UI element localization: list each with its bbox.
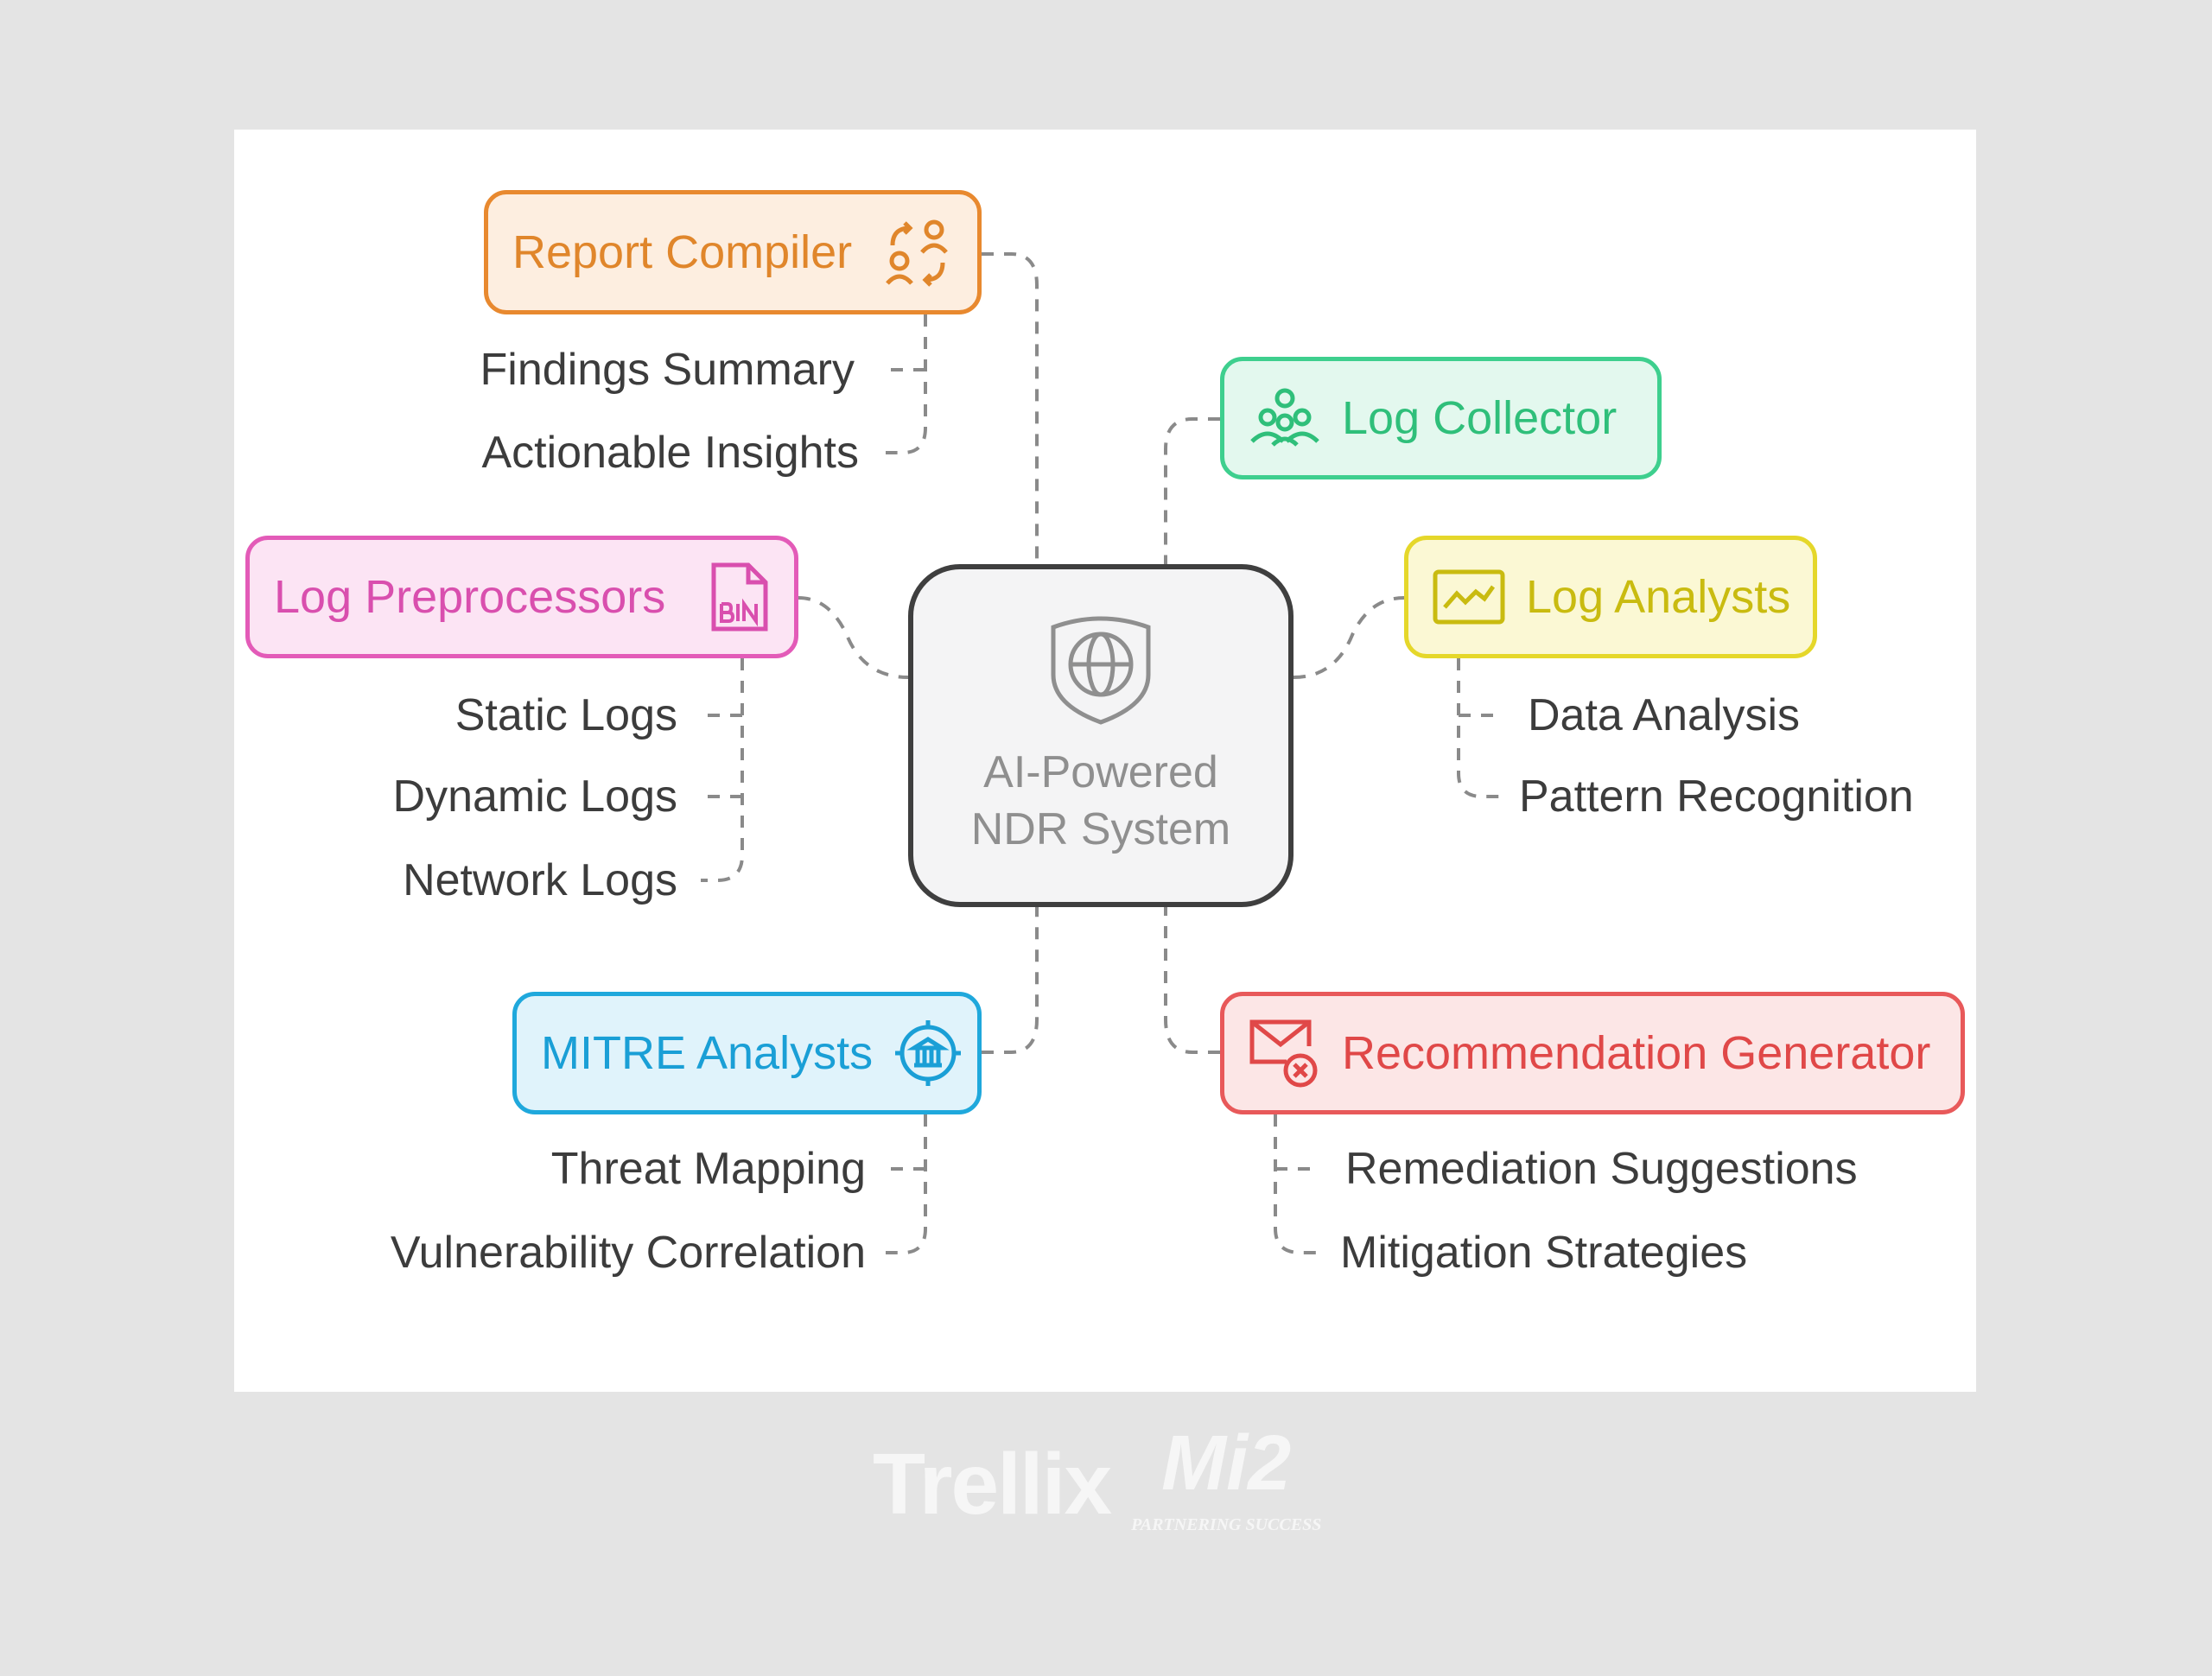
mi2-logo: Mi2 PARTNERING SUCCESS: [1131, 1417, 1321, 1536]
item-vulnerability-correlation: Vulnerability Correlation: [390, 1227, 866, 1278]
target-bank-icon: [895, 1020, 962, 1086]
node-log-collector[interactable]: Log Collector: [1220, 357, 1662, 479]
node-label: MITRE Analysts: [541, 1026, 874, 1079]
central-node[interactable]: AI-Powered NDR System: [908, 564, 1294, 907]
line-chart-icon: [1433, 569, 1505, 625]
node-mitre-analysts[interactable]: MITRE Analysts: [512, 992, 982, 1114]
shield-globe-icon: [1051, 616, 1151, 725]
sub-connector-preprocessors: [701, 658, 744, 882]
node-log-analysts[interactable]: Log Analysts: [1404, 536, 1817, 658]
connector-log-preprocessors: [798, 596, 909, 679]
node-label: Log Collector: [1342, 391, 1618, 444]
item-pattern-recognition: Pattern Recognition: [1519, 771, 1914, 822]
sub-connector-recommendation: [1274, 1114, 1318, 1254]
node-log-preprocessors[interactable]: Log Preprocessors: [245, 536, 798, 658]
connector-report-compiler: [982, 252, 1039, 564]
connector-recommendation: [1164, 907, 1220, 1054]
bin-letters-mark: [720, 598, 758, 627]
mail-x-icon: [1249, 1019, 1318, 1088]
item-mitigation-strategies: Mitigation Strategies: [1340, 1227, 1748, 1278]
central-node-title: AI-Powered NDR System: [970, 746, 1231, 854]
item-network-logs: Network Logs: [403, 854, 677, 905]
item-remediation-suggestions: Remediation Suggestions: [1345, 1143, 1858, 1194]
network-people-icon: [1250, 388, 1319, 447]
user-exchange-icon: [886, 219, 948, 287]
footer-logos: Trellix Mi2 PARTNERING SUCCESS: [873, 1417, 1321, 1536]
item-dynamic-logs: Dynamic Logs: [392, 771, 677, 822]
connector-mitre: [982, 907, 1039, 1054]
node-label: Recommendation Generator: [1342, 1026, 1931, 1079]
bin-file-icon: [711, 562, 768, 632]
node-recommendation-generator[interactable]: Recommendation Generator: [1220, 992, 1965, 1114]
item-findings-summary: Findings Summary: [480, 344, 855, 395]
sub-connector-analysts: [1457, 658, 1499, 798]
mi2-logo-word: Mi2: [1161, 1420, 1292, 1507]
trellix-logo: Trellix: [873, 1436, 1112, 1533]
sub-connector-mitre: [886, 1114, 927, 1254]
mi2-logo-tagline: PARTNERING SUCCESS: [1131, 1515, 1322, 1534]
item-threat-mapping: Threat Mapping: [550, 1143, 866, 1194]
node-label: Log Analysts: [1526, 570, 1791, 623]
sub-connector-report: [886, 314, 927, 454]
node-report-compiler[interactable]: Report Compiler: [484, 190, 982, 314]
item-actionable-insights: Actionable Insights: [481, 427, 860, 478]
node-label: Report Compiler: [512, 225, 853, 278]
item-static-logs: Static Logs: [454, 689, 677, 740]
node-label: Log Preprocessors: [274, 570, 666, 623]
item-data-analysis: Data Analysis: [1528, 689, 1801, 740]
connector-log-analysts: [1293, 596, 1405, 679]
connector-log-collector: [1164, 417, 1220, 564]
